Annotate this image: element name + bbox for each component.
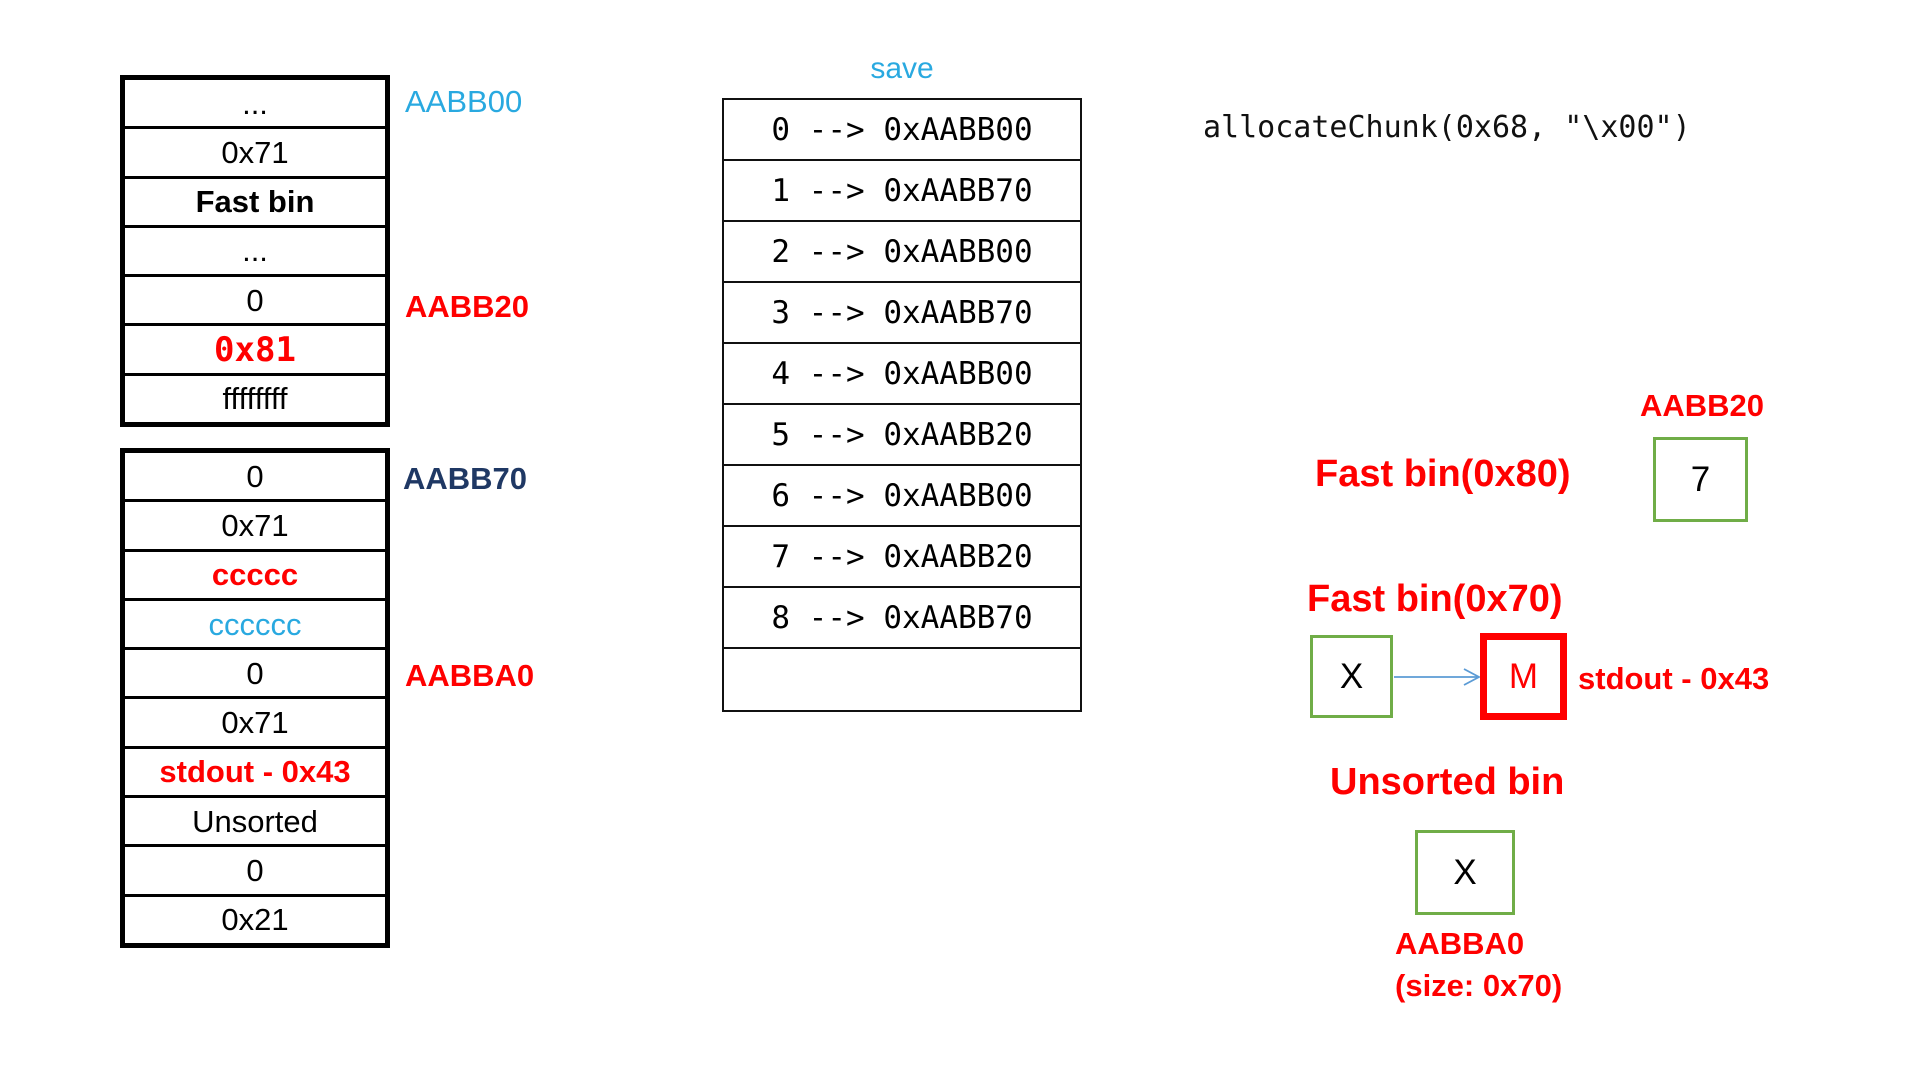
save-row-7: 7 --> 0xAABB20 bbox=[724, 527, 1080, 588]
mem-cell: 0x71 bbox=[125, 699, 385, 749]
unsorted-bin-address: AABBA0 bbox=[1395, 926, 1525, 961]
fastbin-0x80-count-box: 7 bbox=[1653, 437, 1748, 522]
mem-cell: 0x71 bbox=[125, 502, 385, 552]
fastbin-0x80-box-address: AABB20 bbox=[1640, 388, 1765, 423]
save-row-8: 8 --> 0xAABB70 bbox=[724, 588, 1080, 649]
mem-cell: 0 bbox=[125, 453, 385, 503]
address-label-aabb20: AABB20 bbox=[405, 289, 530, 324]
fastbin-0x70-target-value: M bbox=[1508, 656, 1539, 696]
mem-cell-stdout: stdout - 0x43 bbox=[125, 749, 385, 799]
mem-cell: 0x71 bbox=[125, 129, 385, 179]
save-row-6: 6 --> 0xAABB00 bbox=[724, 466, 1080, 527]
unsorted-bin-size: (size: 0x70) bbox=[1395, 968, 1563, 1003]
unsorted-bin-title: Unsorted bin bbox=[1330, 761, 1565, 803]
fastbin-0x70-head-box: X bbox=[1310, 635, 1393, 718]
mem-cell-unsorted: Unsorted bbox=[125, 798, 385, 848]
unsorted-bin-box: X bbox=[1415, 830, 1515, 915]
fastbin-0x70-note: stdout - 0x43 bbox=[1578, 661, 1770, 696]
mem-cell: ... bbox=[125, 228, 385, 278]
mem-cell: 0 bbox=[125, 847, 385, 897]
mem-cell: ... bbox=[125, 80, 385, 130]
fastbin-link-arrow-icon bbox=[1394, 668, 1481, 686]
mem-cell-cccccc: cccccc bbox=[125, 601, 385, 651]
mem-cell: 0 bbox=[125, 277, 385, 327]
address-label-aabb00: AABB00 bbox=[405, 84, 523, 119]
save-pointer-table: 0 --> 0xAABB00 1 --> 0xAABB70 2 --> 0xAA… bbox=[722, 98, 1082, 712]
mem-cell: ffffffff bbox=[222, 381, 288, 417]
save-row-5: 5 --> 0xAABB20 bbox=[724, 405, 1080, 466]
save-table-title: save bbox=[870, 52, 934, 85]
memory-chunk-table-bottom: 0 0x71 ccccc cccccc 0 0x71 stdout - 0x43… bbox=[120, 448, 390, 948]
mem-cell-ccccc: ccccc bbox=[125, 552, 385, 601]
save-row-4: 4 --> 0xAABB00 bbox=[724, 344, 1080, 405]
allocate-chunk-call: allocateChunk(0x68, "\x00") bbox=[1203, 110, 1691, 145]
mem-cell-fastbin: Fast bin bbox=[125, 179, 385, 228]
fastbin-0x80-title: Fast bin(0x80) bbox=[1315, 453, 1571, 495]
fastbin-0x80-count: 7 bbox=[1690, 459, 1711, 499]
memory-chunk-table-top: ... 0x71 Fast bin ... 0 0x81 ffffffff bbox=[120, 75, 390, 427]
save-row-1: 1 --> 0xAABB70 bbox=[724, 161, 1080, 222]
address-label-aabba0: AABBA0 bbox=[405, 658, 535, 693]
save-row-3: 3 --> 0xAABB70 bbox=[724, 283, 1080, 344]
unsorted-bin-value: X bbox=[1453, 852, 1477, 892]
mem-cell: 0 bbox=[125, 650, 385, 700]
fastbin-0x70-target-box: M bbox=[1480, 633, 1567, 720]
fastbin-0x70-head-value: X bbox=[1339, 656, 1364, 696]
fastbin-0x70-title: Fast bin(0x70) bbox=[1307, 578, 1563, 620]
address-label-aabb70: AABB70 bbox=[403, 461, 528, 496]
mem-cell: 0x21 bbox=[221, 902, 289, 938]
save-row-0: 0 --> 0xAABB00 bbox=[724, 100, 1080, 161]
save-row-2: 2 --> 0xAABB00 bbox=[724, 222, 1080, 283]
save-row-empty bbox=[724, 649, 1080, 710]
mem-cell-size-0x81: 0x81 bbox=[125, 326, 385, 376]
